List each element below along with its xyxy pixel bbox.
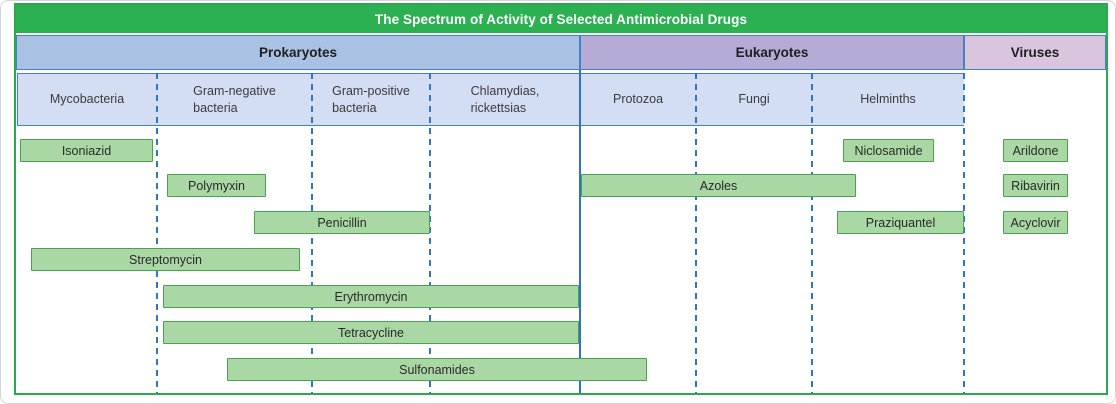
column-label-text: Protozoa <box>613 91 663 107</box>
column-label-line: Gram-negative <box>193 84 276 99</box>
drug-bar-label: Polymyxin <box>188 178 245 193</box>
column-label-fungi: Fungi <box>696 73 812 126</box>
column-label-text: Fungi <box>738 91 769 107</box>
drug-bar-arildone: Arildone <box>1003 139 1068 162</box>
drug-bar-label: Sulfonamides <box>399 362 475 377</box>
drug-bar-polymyxin: Polymyxin <box>167 174 266 197</box>
figure-frame <box>14 3 1108 395</box>
drug-bar-label: Azoles <box>699 178 738 193</box>
column-label-chlamydias-rickettsias: Chlamydias,rickettsias <box>430 73 580 126</box>
drug-bar-praziquantel: Praziquantel <box>837 211 964 234</box>
band-prokaryotes: Prokaryotes <box>16 35 580 70</box>
column-label-line: bacteria <box>193 100 238 115</box>
band-label: Prokaryotes <box>258 45 338 60</box>
band-eukaryotes: Eukaryotes <box>580 35 964 70</box>
column-label-line: Gram-positive <box>332 84 410 99</box>
column-divider-dashed <box>695 73 697 393</box>
drug-bar-label: Niclosamide <box>854 143 923 158</box>
drug-bar-tetracycline: Tetracycline <box>163 321 579 344</box>
column-divider-dashed <box>811 73 813 393</box>
drug-bar-niclosamide: Niclosamide <box>843 139 934 162</box>
drug-bar-label: Acyclovir <box>1010 215 1061 230</box>
drug-bar-erythromycin: Erythromycin <box>163 285 579 308</box>
column-label-line: bacteria <box>332 100 377 115</box>
column-label-line: Helminths <box>860 92 916 107</box>
figure-title: The Spectrum of Activity of Selected Ant… <box>374 11 748 27</box>
column-label-line: Protozoa <box>612 92 664 107</box>
band-label: Viruses <box>1010 45 1060 60</box>
column-divider-dashed <box>963 73 965 393</box>
column-label-mycobacteria: Mycobacteria <box>17 73 157 126</box>
column-label-text: Helminths <box>860 91 916 107</box>
drug-bar-label: Streptomycin <box>129 252 202 267</box>
column-label-line: rickettsias <box>470 100 527 115</box>
column-label-helminths: Helminths <box>812 73 964 126</box>
column-label-text: Chlamydias,rickettsias <box>471 83 540 116</box>
drug-bar-label: Penicillin <box>317 215 367 230</box>
figure-title-bar: The Spectrum of Activity of Selected Ant… <box>16 5 1106 33</box>
drug-bar-ribavirin: Ribavirin <box>1003 174 1068 197</box>
column-divider-dashed <box>429 73 431 393</box>
column-label-line: Fungi <box>738 92 770 107</box>
column-label-line: Chlamydias, <box>470 84 540 99</box>
drug-bar-sulfonamides: Sulfonamides <box>227 358 647 381</box>
drug-bar-penicillin: Penicillin <box>254 211 430 234</box>
drug-bar-label: Praziquantel <box>865 215 936 230</box>
drug-bar-label: Isoniazid <box>61 143 112 158</box>
band-label: Eukaryotes <box>735 45 809 60</box>
drug-bar-label: Tetracycline <box>338 325 404 340</box>
drug-bar-azoles: Azoles <box>581 174 856 197</box>
drug-bar-isoniazid: Isoniazid <box>20 139 153 162</box>
drug-bar-label: Erythromycin <box>334 289 408 304</box>
column-label-line: Mycobacteria <box>49 92 125 107</box>
column-label-text: Mycobacteria <box>50 91 124 107</box>
column-label-protozoa: Protozoa <box>580 73 696 126</box>
drug-bar-acyclovir: Acyclovir <box>1003 211 1068 234</box>
prokaryote-eukaryote-divider <box>579 35 581 393</box>
band-viruses: Viruses <box>964 35 1106 70</box>
drug-bar-label: Ribavirin <box>1011 178 1060 193</box>
column-divider-dashed <box>156 73 158 393</box>
drug-bar-streptomycin: Streptomycin <box>31 248 300 271</box>
drug-bar-label: Arildone <box>1012 143 1059 158</box>
organism-column-band <box>17 73 964 126</box>
